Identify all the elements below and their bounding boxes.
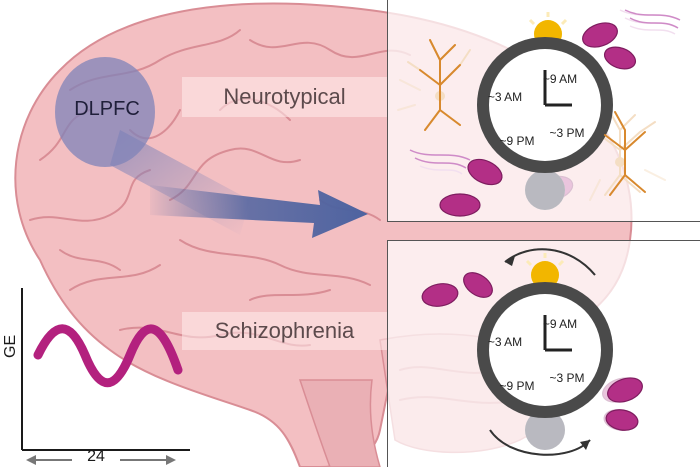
arrow-to-panels (150, 185, 368, 238)
hours-arrow (26, 455, 176, 465)
clock-top-label-3pm: ~3 PM (549, 126, 585, 140)
clock-top-label-3am: ~3 AM (487, 90, 523, 104)
dlpfc-region (55, 57, 155, 167)
hours-axis-label: 24 (87, 448, 105, 465)
ge-plot (21, 288, 190, 465)
schizophrenia-label: Schizophrenia (182, 312, 387, 350)
clock-bottom-label-3pm: ~3 PM (549, 371, 585, 385)
dlpfc-label: DLPFC (74, 98, 140, 120)
clock-bottom-label-9am: ~9 AM (542, 317, 578, 331)
clock-bottom-face (421, 248, 643, 456)
clock-top-label-9pm: ~9 PM (499, 134, 535, 148)
ge-axis-label: GE (2, 334, 19, 358)
clock-bottom-label-9pm: ~9 PM (499, 379, 535, 393)
clock-top-face (409, 9, 681, 217)
clock-bottom-label-3am: ~3 AM (487, 335, 523, 349)
ge-wave (33, 324, 183, 388)
brain-stem (298, 379, 381, 467)
neurotypical-label: Neurotypical (182, 77, 387, 117)
clock-top-label-9am: ~9 AM (542, 72, 578, 86)
